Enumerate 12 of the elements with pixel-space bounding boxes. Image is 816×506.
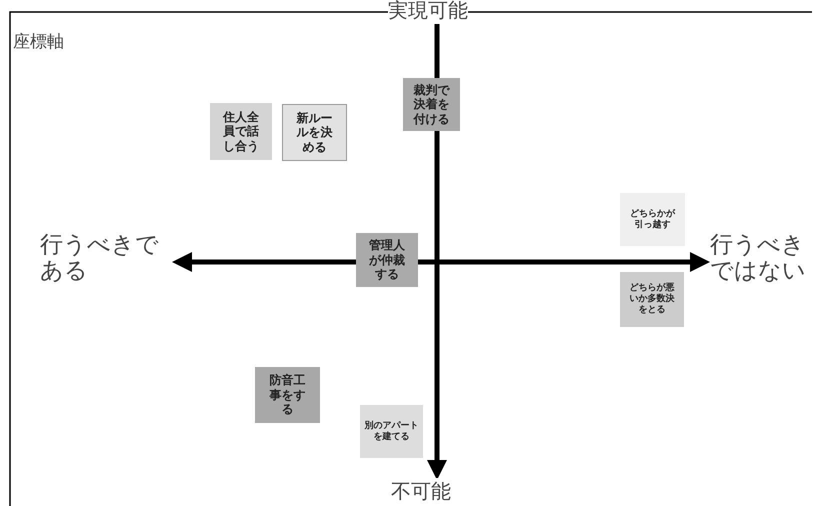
- sticky-note: どちらかが引っ越す: [620, 193, 685, 246]
- sticky-note: 管理人が仲裁する: [356, 233, 418, 287]
- title: 座標軸: [13, 31, 64, 53]
- axis-label: 実現可能: [388, 0, 468, 24]
- sticky-note: どちらが悪いか多数決をとる: [620, 272, 684, 327]
- sticky-note: 防音工事をする: [255, 367, 320, 423]
- sticky-note: 新ルールを決める: [282, 104, 347, 161]
- sticky-note: 裁判で決着を付ける: [403, 78, 460, 131]
- sticky-note: 別のアパートを建てる: [360, 405, 423, 458]
- sticky-note: 住人全員で話し合う: [210, 103, 272, 160]
- axis-label: 行うべきではない: [710, 232, 807, 285]
- axis-label: 行うべきである: [40, 232, 160, 285]
